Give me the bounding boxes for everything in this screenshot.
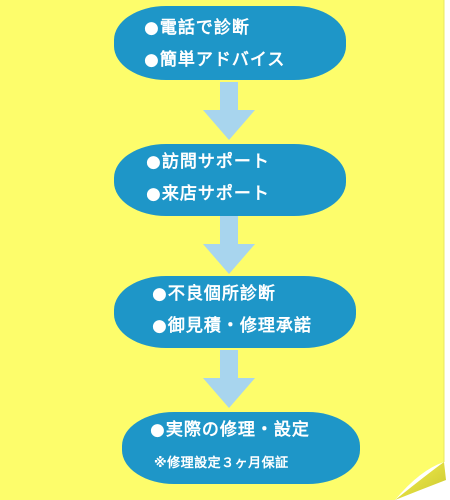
step-2-line-1: ●訪問サポート	[146, 152, 270, 172]
step-2-line-2: ●来店サポート	[146, 184, 270, 204]
step-1-phone-diagnosis: ●電話で診断 ●簡単アドバイス	[114, 6, 346, 80]
step-1-line-1: ●電話で診断	[144, 18, 250, 38]
step-4-warranty-note: ※修理設定３ヶ月保証	[154, 456, 289, 471]
step-4-line-1: ●実際の修理・設定	[150, 420, 310, 440]
note-curl	[395, 462, 446, 500]
step-1-line-2: ●簡単アドバイス	[144, 50, 286, 70]
step-4-repair-setup: ●実際の修理・設定 ※修理設定３ヶ月保証	[122, 412, 360, 484]
step-3-diagnosis-estimate: ●不良個所診断 ●御見積・修理承諾	[114, 276, 356, 348]
step-3-line-2: ●御見積・修理承諾	[152, 316, 312, 336]
step-2-visit-support: ●訪問サポート ●来店サポート	[114, 144, 346, 216]
down-arrow-icon	[203, 216, 255, 274]
step-3-line-1: ●不良個所診断	[152, 284, 276, 304]
down-arrow-icon	[203, 350, 255, 408]
down-arrow-icon	[203, 82, 255, 140]
